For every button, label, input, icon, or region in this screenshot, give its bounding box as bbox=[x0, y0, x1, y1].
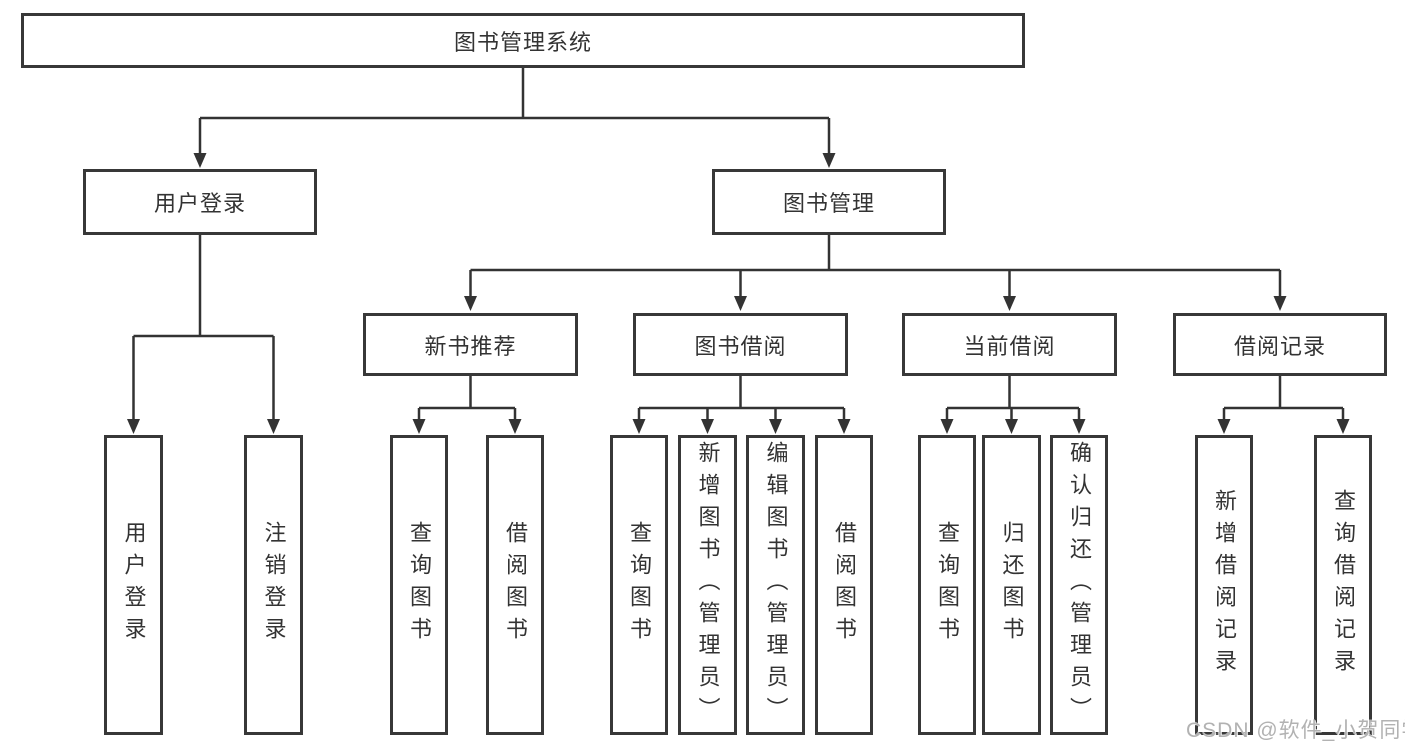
node-current-borrow: 当前借阅 bbox=[902, 313, 1117, 376]
node-book-management-label: 图书管理 bbox=[782, 191, 875, 216]
leaf-user-login: 用户登录 bbox=[104, 435, 163, 735]
leaf-borrow-query-books: 查询图书 bbox=[610, 435, 668, 735]
node-book-borrow-label: 图书借阅 bbox=[694, 333, 787, 359]
leaf-edit-books-admin-label: 编辑图书（管理员） bbox=[763, 441, 789, 729]
leaf-confirm-return-admin-label: 确认归还（管理员） bbox=[1067, 441, 1092, 729]
leaf-add-books-admin: 新增图书（管理员） bbox=[678, 435, 737, 735]
node-new-book-recommend-label: 新书推荐 bbox=[424, 333, 517, 359]
leaf-borrow-books-label: 借阅图书 bbox=[832, 521, 857, 649]
node-user-login: 用户登录 bbox=[83, 169, 317, 235]
leaf-current-query-books-label: 查询图书 bbox=[935, 521, 960, 649]
leaf-return-books-label: 归还图书 bbox=[999, 521, 1025, 649]
leaf-logout-label: 注销登录 bbox=[261, 521, 287, 649]
leaf-recommend-query-books: 查询图书 bbox=[390, 435, 448, 735]
leaf-query-borrow-record-label: 查询借阅记录 bbox=[1331, 489, 1356, 681]
node-root-system-label: 图书管理系统 bbox=[453, 29, 592, 55]
leaf-confirm-return-admin: 确认归还（管理员） bbox=[1050, 435, 1108, 735]
leaf-edit-books-admin: 编辑图书（管理员） bbox=[746, 435, 805, 735]
leaf-add-books-admin-label: 新增图书（管理员） bbox=[695, 441, 721, 729]
leaf-return-books: 归还图书 bbox=[982, 435, 1041, 735]
leaf-recommend-borrow-books: 借阅图书 bbox=[486, 435, 544, 735]
node-user-login-label: 用户登录 bbox=[153, 191, 246, 216]
leaf-borrow-books: 借阅图书 bbox=[815, 435, 873, 735]
node-borrow-records: 借阅记录 bbox=[1173, 313, 1387, 376]
leaf-user-login-label: 用户登录 bbox=[121, 521, 147, 649]
node-root-system: 图书管理系统 bbox=[21, 13, 1025, 68]
node-book-management: 图书管理 bbox=[712, 169, 946, 235]
leaf-query-borrow-record: 查询借阅记录 bbox=[1314, 435, 1372, 735]
leaf-borrow-query-books-label: 查询图书 bbox=[627, 521, 652, 649]
leaf-add-borrow-record: 新增借阅记录 bbox=[1195, 435, 1253, 735]
csdn-watermark: CSDN @软件_小贺同学 bbox=[1186, 719, 1405, 742]
leaf-add-borrow-record-label: 新增借阅记录 bbox=[1212, 489, 1237, 681]
node-current-borrow-label: 当前借阅 bbox=[963, 333, 1056, 359]
node-new-book-recommend: 新书推荐 bbox=[363, 313, 578, 376]
node-book-borrow: 图书借阅 bbox=[633, 313, 848, 376]
leaf-recommend-borrow-books-label: 借阅图书 bbox=[503, 521, 528, 649]
leaf-logout: 注销登录 bbox=[244, 435, 303, 735]
node-borrow-records-label: 借阅记录 bbox=[1233, 333, 1326, 359]
leaf-current-query-books: 查询图书 bbox=[918, 435, 976, 735]
leaf-recommend-query-books-label: 查询图书 bbox=[407, 521, 432, 649]
